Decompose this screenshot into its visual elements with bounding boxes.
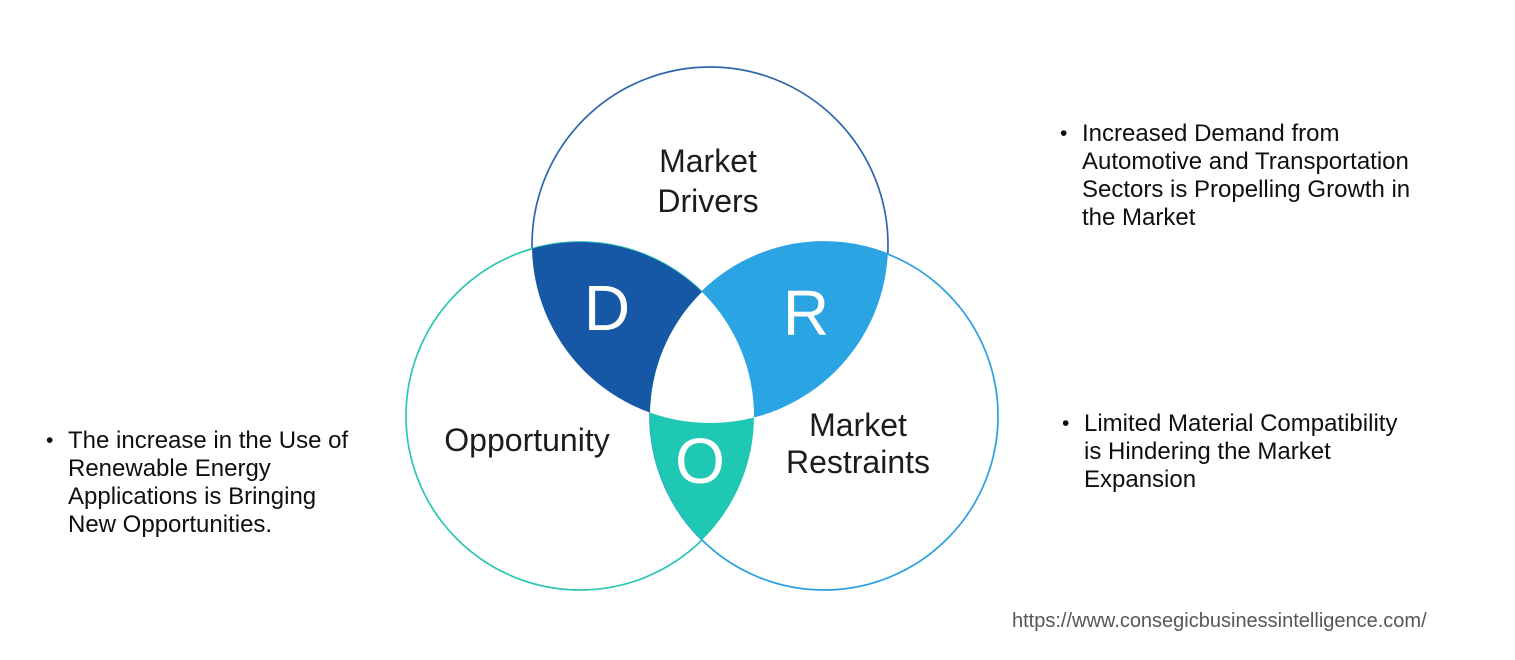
opportunity-label: Opportunity [444, 422, 610, 458]
opportunity-note: • The increase in the Use of Renewable E… [46, 427, 376, 539]
venn-diagram: D R O [405, 66, 999, 591]
drivers-note-text: Increased Demand from Automotive and Tra… [1082, 120, 1411, 231]
source-url: https://www.consegicbusinessintelligence… [1012, 610, 1427, 632]
drivers-label: Market Drivers [657, 143, 759, 219]
opportunity-note-text: The increase in the Use of Renewable Ene… [68, 427, 349, 538]
restraints-note: • Limited Material Compatibility is Hind… [1062, 410, 1462, 494]
restraints-note-text: Limited Material Compatibility is Hinder… [1084, 410, 1398, 493]
restraints-label: Market Restraints [785, 407, 931, 480]
drivers-note: • Increased Demand from Automotive and T… [1060, 120, 1460, 232]
r-letter: R [783, 277, 829, 349]
bullet-dot: • [46, 429, 54, 452]
d-letter: D [584, 272, 630, 344]
bullet-dot: • [1062, 412, 1070, 435]
bullet-dot: • [1060, 122, 1068, 145]
o-letter: O [675, 425, 725, 497]
